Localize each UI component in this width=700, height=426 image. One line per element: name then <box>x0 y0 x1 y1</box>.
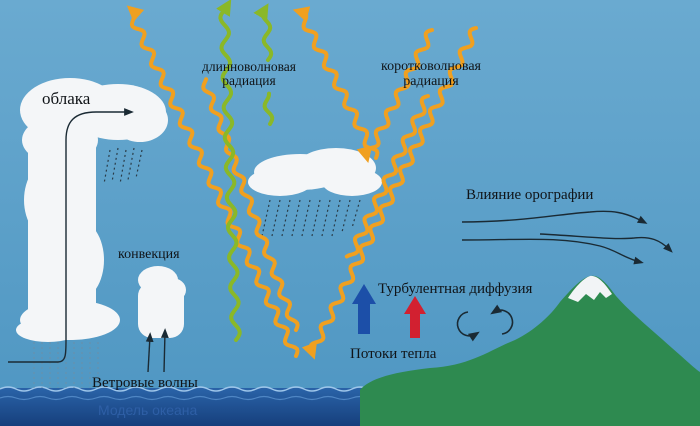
shortwave-radiation-label: коротковолновая радиация <box>368 59 494 89</box>
ocean-model-label: Модель океана <box>98 402 198 418</box>
cumulus-cloud <box>16 78 168 342</box>
convection-label: конвекция <box>118 247 180 262</box>
shortwave-radiation-line2: радиация <box>403 73 459 89</box>
radiation-waves <box>126 0 478 360</box>
shortwave-wave-incoming-3 <box>344 94 430 259</box>
shortwave-wave-incoming-2 <box>301 26 478 360</box>
shortwave-wave-reflected-1 <box>126 5 300 358</box>
shortwave-wave-incoming-1 <box>356 28 434 163</box>
ocean-surface-waves <box>0 386 385 392</box>
shortwave-wave-reflected-3 <box>201 77 300 332</box>
longwave-radiation-line2: радиация <box>222 73 276 89</box>
up-arrow-icon <box>352 284 376 334</box>
shortwave-wave-reflected-2 <box>292 6 380 160</box>
longwave-radiation-line1: длинноволновая <box>202 59 296 74</box>
mountain <box>360 275 700 426</box>
rain-left <box>103 147 143 185</box>
wind-arrow-3 <box>539 233 673 253</box>
rain-middle <box>261 199 361 237</box>
rotation-icon <box>456 311 480 342</box>
updraft-arrow <box>8 108 134 363</box>
convection-arrows <box>145 328 169 373</box>
longwave-wave-3 <box>262 91 275 126</box>
middle-cloud <box>248 148 382 196</box>
longwave-wave-1 <box>216 0 242 342</box>
clouds-label: облака <box>42 89 91 108</box>
orography-label: Влияние орографии <box>466 187 594 203</box>
shortwave-radiation-line1: коротковолновая <box>380 59 481 74</box>
longwave-wave-2 <box>253 3 274 62</box>
longwave-radiation-label: длинноволновая радиация <box>186 59 312 89</box>
ocean <box>0 388 390 426</box>
heat-flows-label: Потоки тепла <box>350 346 437 362</box>
wind-arrow-1 <box>461 210 648 224</box>
convection-cloud <box>138 266 186 338</box>
wind-waves-label: Ветровые волны <box>92 375 198 391</box>
up-arrow-icon <box>404 296 426 338</box>
rotation-icon <box>490 304 514 335</box>
turbulent-diffusion-label: Турбулентная диффузия <box>378 281 533 297</box>
ocean-waves-2 <box>0 395 385 401</box>
snow-cap <box>568 275 612 302</box>
wind-arrow-2 <box>461 238 644 265</box>
